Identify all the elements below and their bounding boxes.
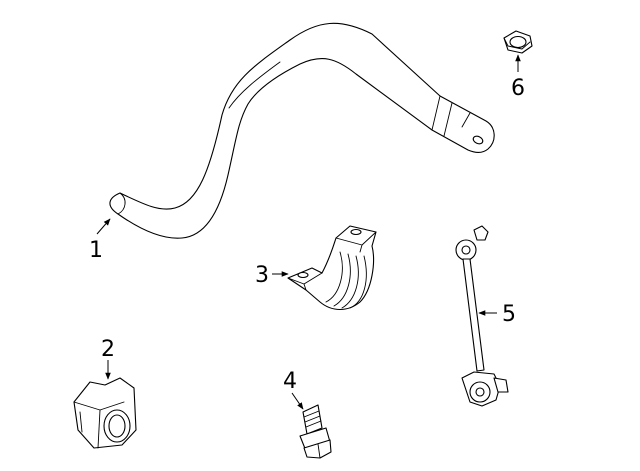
callout-labels: 1 2 3 4 5 6 [89,76,525,394]
callout-5: 5 [502,302,516,327]
callout-1: 1 [89,238,103,263]
callout-4: 4 [283,369,297,394]
stabilizer-link-part [455,225,509,407]
callout-6: 6 [511,76,525,101]
bolt-part [299,404,332,459]
stabilizer-bar-part [109,22,495,239]
nut-part [503,30,533,54]
leader-line-4 [291,392,304,410]
callout-3: 3 [255,263,269,288]
leader-lines [96,54,521,410]
bushing-part [73,377,137,449]
callout-2: 2 [101,337,115,362]
leader-line-1 [96,218,111,235]
bracket-part [287,225,377,311]
